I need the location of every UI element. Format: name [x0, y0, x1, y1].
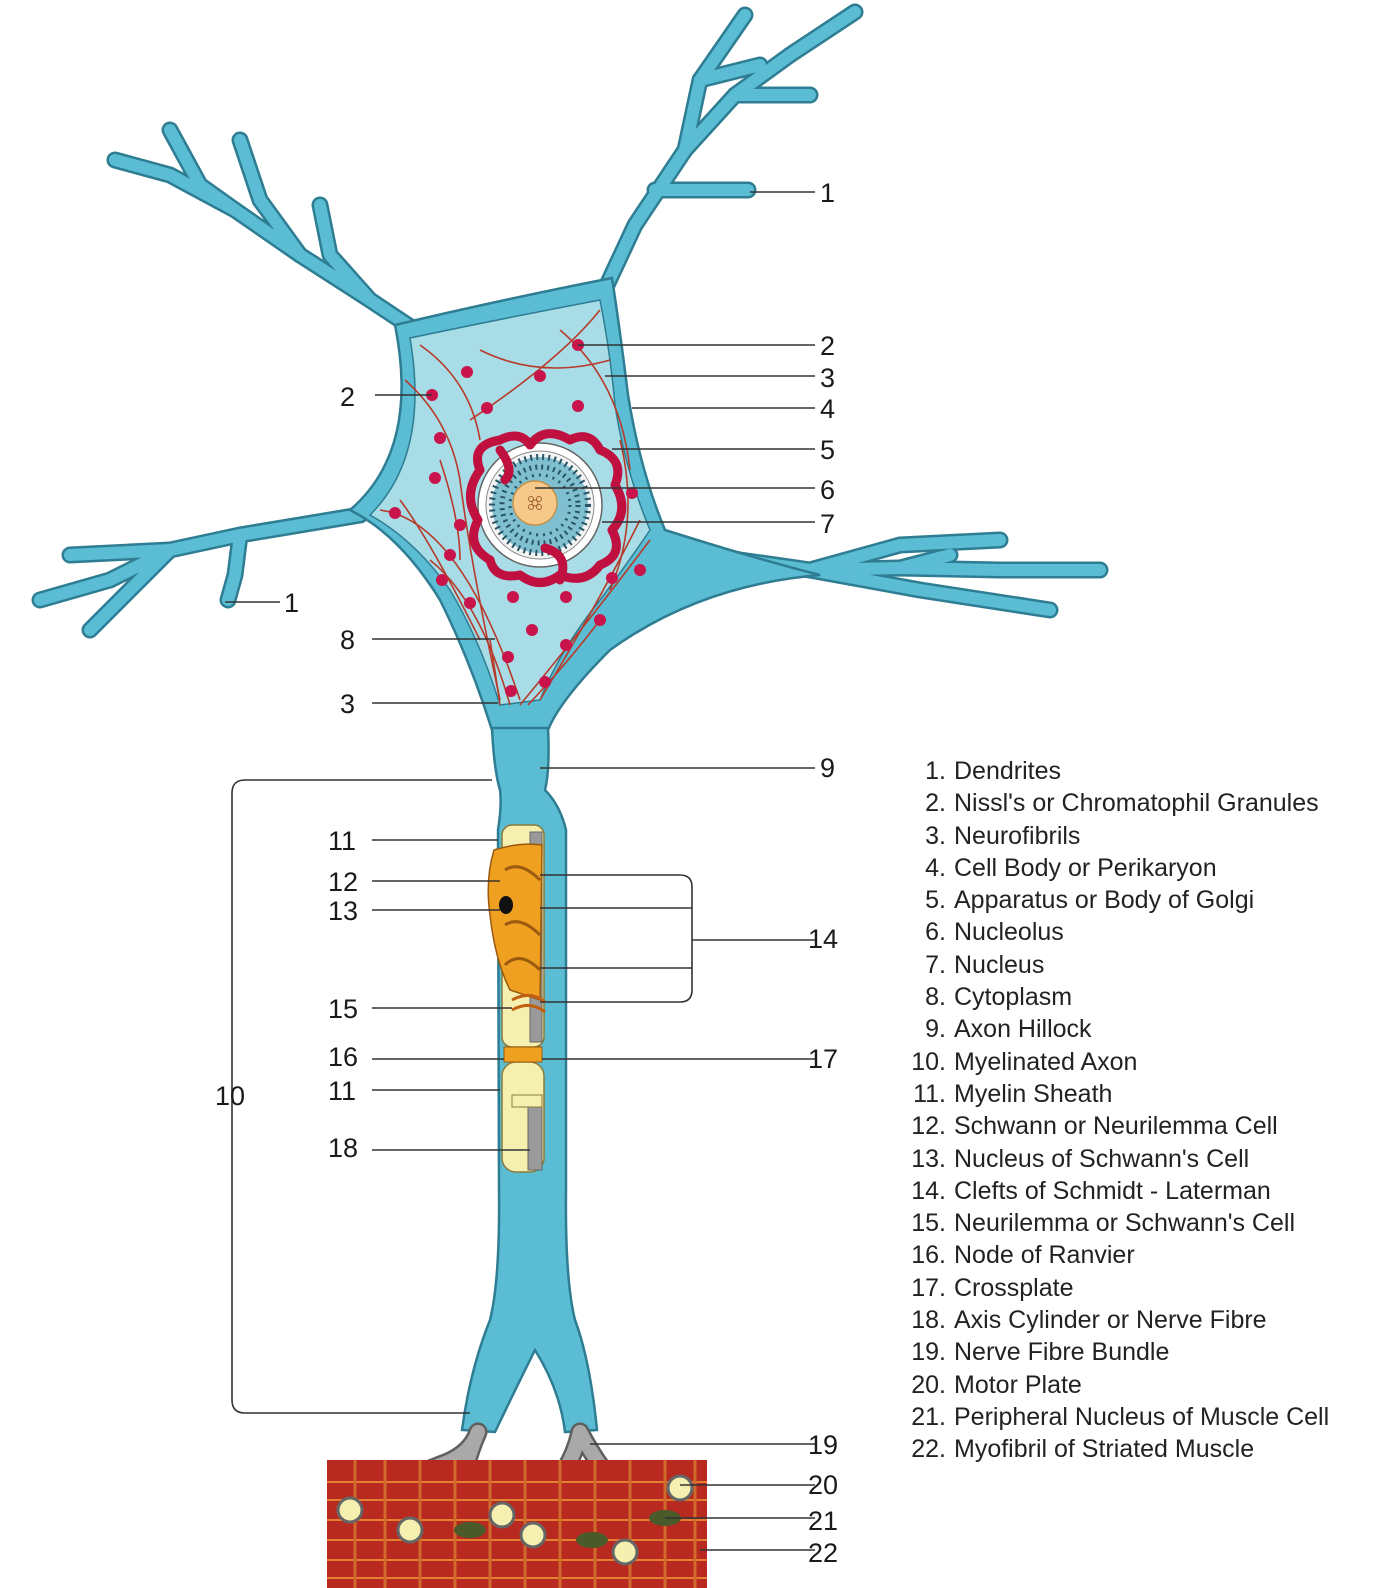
legend-number: 1. [900, 755, 946, 787]
legend-item: 21. Peripheral Nucleus of Muscle Cell [900, 1401, 1329, 1433]
callout-3-left: 3 [340, 689, 355, 719]
legend-number: 20. [900, 1369, 946, 1401]
legend-label: Neurilemma or Schwann's Cell [954, 1209, 1295, 1237]
callout-18: 18 [328, 1133, 358, 1163]
legend-label: Crossplate [954, 1274, 1074, 1302]
legend-number: 11. [900, 1078, 946, 1110]
legend-item: 8. Cytoplasm [900, 981, 1329, 1013]
legend-label: Myelin Sheath [954, 1080, 1112, 1108]
callout-16: 16 [328, 1042, 358, 1072]
callout-1-top: 1 [820, 178, 835, 208]
legend-item: 4. Cell Body or Perikaryon [900, 852, 1329, 884]
callout-10: 10 [215, 1081, 245, 1111]
legend-item: 9. Axon Hillock [900, 1013, 1329, 1045]
legend-item: 22. Myofibril of Striated Muscle [900, 1433, 1329, 1465]
legend-item: 2. Nissl's or Chromatophil Granules [900, 787, 1329, 819]
legend-item: 16. Node of Ranvier [900, 1239, 1329, 1271]
callout-20: 20 [808, 1470, 838, 1500]
legend-label: Dendrites [954, 757, 1061, 785]
legend-label: Myofibril of Striated Muscle [954, 1435, 1254, 1463]
legend-number: 16. [900, 1239, 946, 1271]
legend-label: Nucleolus [954, 918, 1064, 946]
legend-label: Axon Hillock [954, 1015, 1092, 1043]
legend-label: Peripheral Nucleus of Muscle Cell [954, 1403, 1329, 1431]
legend-label: Axis Cylinder or Nerve Fibre [954, 1306, 1267, 1334]
legend-item: 1. Dendrites [900, 755, 1329, 787]
callout-19: 19 [808, 1430, 838, 1460]
callout-3-right: 3 [820, 363, 835, 393]
legend-item: 18. Axis Cylinder or Nerve Fibre [900, 1304, 1329, 1336]
legend-number: 21. [900, 1401, 946, 1433]
legend-item: 20. Motor Plate [900, 1369, 1329, 1401]
legend-label: Clefts of Schmidt - Laterman [954, 1177, 1271, 1205]
legend-item: 3. Neurofibrils [900, 820, 1329, 852]
legend-label: Apparatus or Body of Golgi [954, 886, 1254, 914]
legend-number: 19. [900, 1336, 946, 1368]
legend-item: 14. Clefts of Schmidt - Laterman [900, 1175, 1329, 1207]
legend-label: Node of Ranvier [954, 1241, 1135, 1269]
legend-item: 19. Nerve Fibre Bundle [900, 1336, 1329, 1368]
legend-item: 11. Myelin Sheath [900, 1078, 1329, 1110]
legend-item: 5. Apparatus or Body of Golgi [900, 884, 1329, 916]
legend-number: 18. [900, 1304, 946, 1336]
legend-label: Myelinated Axon [954, 1048, 1137, 1076]
callout-17: 17 [808, 1044, 838, 1074]
legend-number: 14. [900, 1175, 946, 1207]
legend-item: 12. Schwann or Neurilemma Cell [900, 1110, 1329, 1142]
legend-item: 7. Nucleus [900, 949, 1329, 981]
legend-number: 13. [900, 1143, 946, 1175]
callout-13: 13 [328, 896, 358, 926]
callout-11-top: 11 [328, 826, 356, 856]
legend-number: 22. [900, 1433, 946, 1465]
legend-number: 15. [900, 1207, 946, 1239]
legend-item: 13. Nucleus of Schwann's Cell [900, 1143, 1329, 1175]
legend-label: Neurofibrils [954, 822, 1080, 850]
legend-number: 2. [900, 787, 946, 819]
callout-1-left: 1 [284, 588, 299, 618]
legend-number: 4. [900, 852, 946, 884]
legend-label: Nerve Fibre Bundle [954, 1338, 1169, 1366]
callout-2-right: 2 [820, 331, 835, 361]
legend-number: 5. [900, 884, 946, 916]
legend-number: 9. [900, 1013, 946, 1045]
striated-muscle [327, 1460, 707, 1588]
legend-item: 15. Neurilemma or Schwann's Cell [900, 1207, 1329, 1239]
callout-9: 9 [820, 753, 835, 783]
legend-label: Motor Plate [954, 1371, 1082, 1399]
legend-label: Cytoplasm [954, 983, 1072, 1011]
legend-label: Nissl's or Chromatophil Granules [954, 789, 1319, 817]
legend-number: 7. [900, 949, 946, 981]
legend-item: 10. Myelinated Axon [900, 1046, 1329, 1078]
legend-label: Nucleus of Schwann's Cell [954, 1145, 1249, 1173]
callout-6: 6 [820, 475, 835, 505]
node-of-ranvier [504, 1047, 542, 1062]
callout-14: 14 [808, 924, 838, 954]
legend-number: 10. [900, 1046, 946, 1078]
callout-11-bottom: 11 [328, 1076, 356, 1106]
legend-item: 6. Nucleolus [900, 916, 1329, 948]
callout-5: 5 [820, 435, 835, 465]
legend-label: Nucleus [954, 951, 1044, 979]
callout-7: 7 [820, 509, 835, 539]
callout-12: 12 [328, 867, 358, 897]
legend-item: 17. Crossplate [900, 1272, 1329, 1304]
legend-number: 3. [900, 820, 946, 852]
callout-4: 4 [820, 394, 835, 424]
callout-15: 15 [328, 994, 358, 1024]
legend-number: 8. [900, 981, 946, 1013]
callout-2-left: 2 [340, 382, 355, 412]
legend-label: Schwann or Neurilemma Cell [954, 1112, 1278, 1140]
legend-number: 6. [900, 916, 946, 948]
schwann-nucleus [499, 896, 513, 914]
schwann-cell [488, 844, 542, 1000]
callout-8: 8 [340, 625, 355, 655]
legend-label: Cell Body or Perikaryon [954, 854, 1217, 882]
callout-21: 21 [808, 1506, 838, 1536]
legend-list: 1. Dendrites 2. Nissl's or Chromatophil Gr… [900, 755, 1329, 1466]
legend-number: 17. [900, 1272, 946, 1304]
legend-number: 12. [900, 1110, 946, 1142]
callout-22: 22 [808, 1538, 838, 1568]
